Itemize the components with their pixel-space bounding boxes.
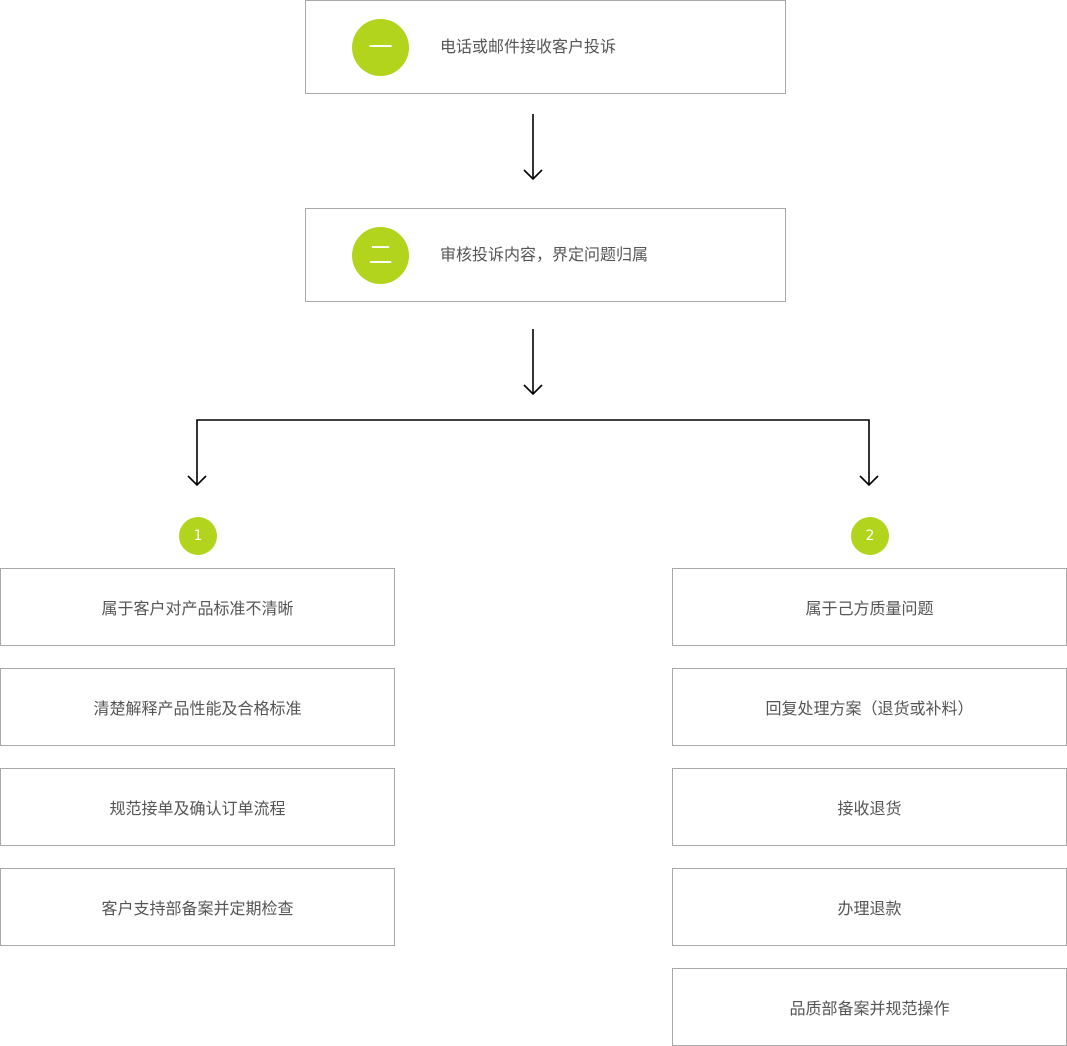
branch2-item-1: 属于己方质量问题 [672,568,1067,646]
step-box-1: 一 电话或邮件接收客户投诉 [305,0,786,94]
step-box-2: 二 审核投诉内容，界定问题归属 [305,208,786,302]
step-marker-2: 二 [352,227,409,284]
branch-marker-2: 2 [851,517,889,555]
branch2-item-5: 品质部备案并规范操作 [672,968,1067,1046]
split-branch-line [196,419,870,485]
branch1-item-2: 清楚解释产品性能及合格标准 [0,668,395,746]
branch1-item-1: 属于客户对产品标准不清晰 [0,568,395,646]
arrowhead-branch-2 [859,475,879,487]
step-marker-1: 一 [352,19,409,76]
step-text-1: 电话或邮件接收客户投诉 [440,37,617,56]
branch1-item-4: 客户支持部备案并定期检查 [0,868,395,946]
step-text-2: 审核投诉内容，界定问题归属 [440,245,649,264]
branch1-item-3: 规范接单及确认订单流程 [0,768,395,846]
arrowhead-step2-to-split [523,384,543,396]
arrowhead-branch-1 [187,475,207,487]
branch-marker-1: 1 [179,517,217,555]
arrowhead-step1-to-step2 [523,169,543,181]
branch2-item-3: 接收退货 [672,768,1067,846]
branch2-item-2: 回复处理方案（退货或补料） [672,668,1067,746]
branch2-item-4: 办理退款 [672,868,1067,946]
